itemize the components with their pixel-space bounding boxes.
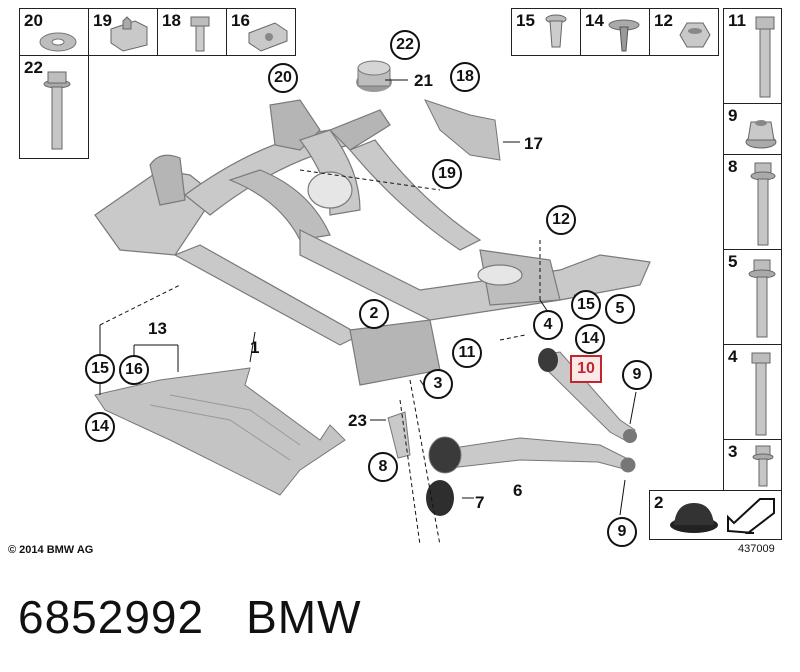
callout-23[interactable]: 23 [348,411,367,430]
part-number: 9 [728,106,738,125]
self-locking-nut-icon [745,120,777,149]
front-axle-illustration [94,60,651,546]
callout-2[interactable]: 2 [359,299,389,329]
callout-9b[interactable]: 9 [607,517,637,547]
part-cell-16[interactable]: 16 [226,8,296,56]
copyright-text: © 2014 BMW AG [8,544,94,556]
washer-icon [39,32,77,52]
part-cell-12[interactable]: 12 [649,8,719,56]
callout-7[interactable]: 7 [475,493,485,512]
flange-bolt-icon [748,259,776,338]
callout-21[interactable]: 21 [414,71,433,90]
heat-shield-bracket [424,99,501,161]
part-number: 20 [24,11,43,30]
callout-6[interactable]: 6 [513,481,523,500]
callout-13[interactable]: 13 [148,319,167,338]
footer-caption: 6852992 BMW [18,590,404,644]
expanding-rivet-icon [545,14,567,48]
callout-15b[interactable]: 15 [571,290,601,320]
rubber-mount [356,60,392,92]
part-cell-15[interactable]: 15 [511,8,581,56]
diagram-id: 437009 [738,543,775,555]
callout-14a[interactable]: 14 [85,412,115,442]
bolt-icon [751,352,771,436]
part-cell-8[interactable]: 8 [723,154,782,250]
bolt-icon [755,16,775,98]
part-number: 14 [585,11,604,30]
callout-16[interactable]: 16 [119,355,149,385]
part-cell-18[interactable]: 18 [157,8,227,56]
callout-1[interactable]: 1 [250,338,260,357]
callout-11[interactable]: 11 [452,338,482,368]
part-cell-4[interactable]: 4 [723,344,782,440]
part-number: 8 [728,157,738,176]
part-number: 22 [24,58,43,77]
callout-18[interactable]: 18 [450,62,480,92]
part-number: 19 [93,11,112,30]
callout-3[interactable]: 3 [423,369,453,399]
callout-17[interactable]: 17 [524,134,543,153]
callout-4[interactable]: 4 [533,310,563,340]
callout-22[interactable]: 22 [390,30,420,60]
part-number: 11 [728,11,746,30]
callout-9a[interactable]: 9 [622,360,652,390]
part-number: 2 [654,493,664,512]
flange-bolt-icon [43,71,71,150]
part-number: 4 [728,347,738,366]
part-cell-2[interactable]: 2 [649,490,782,540]
wishbone [428,436,636,474]
flange-bolt-icon [750,162,776,246]
callout-15a[interactable]: 15 [85,354,115,384]
part-number: 12 [654,11,673,30]
hex-nut-icon [679,22,711,48]
callout-10-highlighted[interactable]: 10 [570,355,602,383]
part-cell-19[interactable]: 19 [88,8,158,56]
part-cell-22[interactable]: 22 [19,55,89,159]
brand-label: BMW [246,591,362,643]
underbody-protection-plate [94,367,346,496]
part-number: 5 [728,252,738,271]
part-number: 3 [728,442,738,461]
callout-19[interactable]: 19 [432,159,462,189]
part-number: 18 [162,11,181,30]
clip-nut-icon [110,16,148,52]
bolt-icon [190,16,210,52]
callout-20[interactable]: 20 [268,63,298,93]
flange-bolt-icon [752,445,774,487]
callout-5[interactable]: 5 [605,294,635,324]
part-cell-20[interactable]: 20 [19,8,89,56]
part-cell-9[interactable]: 9 [723,103,782,155]
direction-arrow-icon [727,498,775,534]
part-cell-3[interactable]: 3 [723,439,782,491]
rubber-bushing [426,480,454,516]
part-number: 15 [516,11,535,30]
callout-8[interactable]: 8 [368,452,398,482]
plastic-rivet-icon [608,19,640,52]
rubber-bump-stop-icon [670,503,718,533]
callout-14b[interactable]: 14 [575,324,605,354]
callout-12[interactable]: 12 [546,205,576,235]
clip-nut-icon [248,22,288,52]
part-number-label: 6852992 [18,591,205,643]
part-number: 16 [231,11,250,30]
bracket [387,411,411,459]
front-axle-carrier [94,99,651,386]
